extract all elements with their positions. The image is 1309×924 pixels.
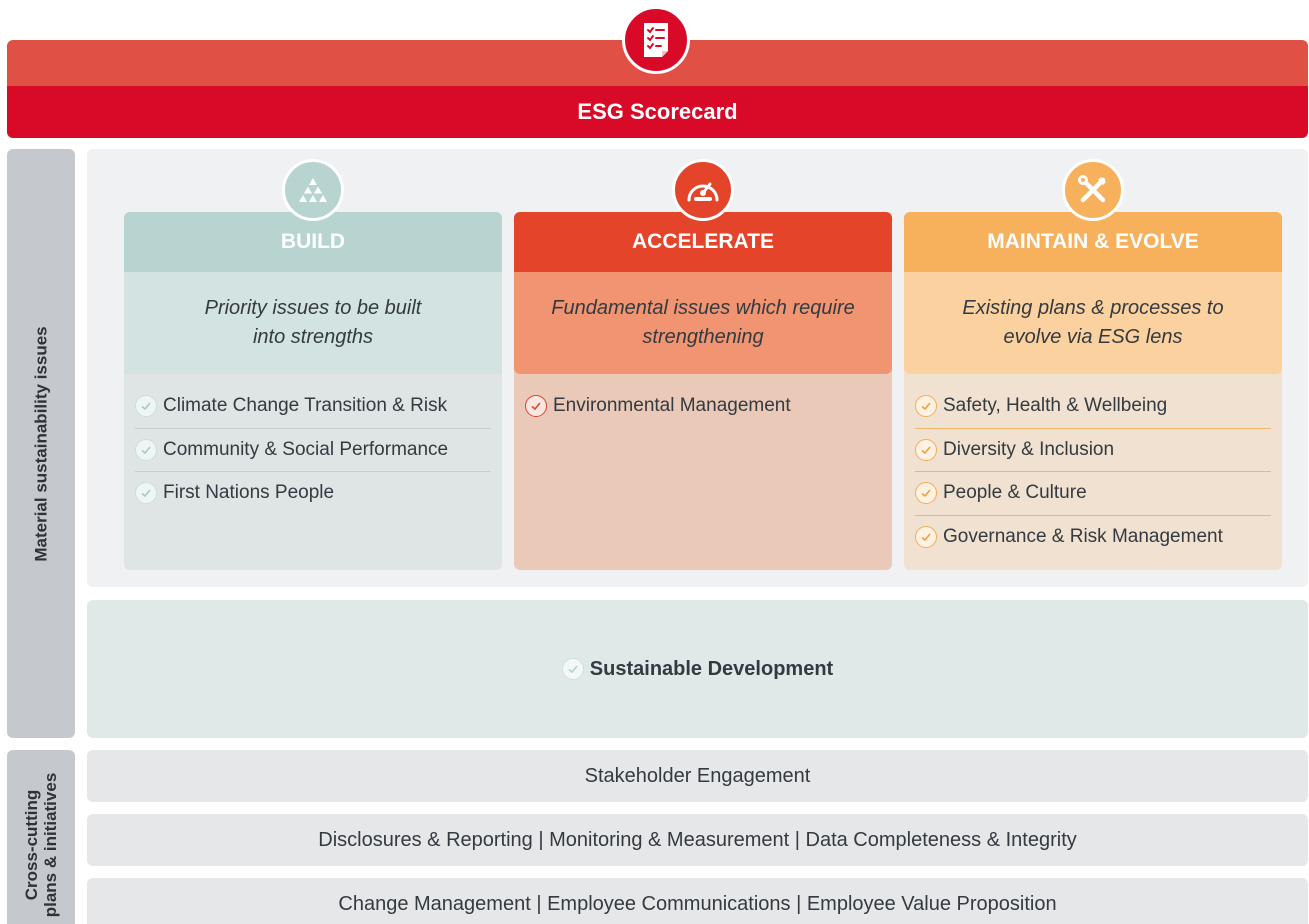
accelerate-description: Fundamental issues which require strengt… [514, 272, 892, 374]
scorecard-title: ESG Scorecard [577, 99, 738, 124]
list-item: First Nations People [135, 471, 491, 515]
list-item-label: Climate Change Transition & Risk [163, 394, 448, 416]
list-item-label: Environmental Management [553, 394, 791, 416]
material-issues-label: Material sustainability issues [31, 325, 51, 562]
check-icon [915, 438, 937, 461]
maintain-evolve-description: Existing plans & processes to evolve via… [904, 272, 1282, 374]
check-icon [135, 482, 157, 505]
list-item-label: Governance & Risk Management [943, 525, 1223, 547]
check-icon [135, 438, 157, 461]
accelerate-title: ACCELERATE [514, 212, 892, 272]
build-description-line1: Priority issues to be built [204, 297, 422, 319]
cross-cutting-bar: Stakeholder Engagement [87, 750, 1308, 802]
accelerate-description-line2: strengthening [642, 326, 764, 348]
maintain-evolve-column: MAINTAIN & EVOLVE Existing plans & proce… [904, 212, 1282, 570]
list-item-label: Diversity & Inclusion [943, 438, 1115, 460]
check-icon [915, 394, 937, 417]
check-icon [135, 394, 157, 417]
pyramid-icon [282, 159, 344, 221]
check-icon [915, 482, 937, 505]
maintain-evolve-description-line2: evolve via ESG lens [1003, 326, 1183, 348]
build-description-line2: into strengths [252, 326, 374, 348]
list-item: Community & Social Performance [135, 427, 491, 472]
build-list: Climate Change Transition & Risk Communi… [124, 374, 502, 515]
list-item: People & Culture [915, 471, 1271, 515]
list-item: Climate Change Transition & Risk [135, 384, 491, 428]
list-item: Diversity & Inclusion [915, 427, 1271, 472]
accelerate-list: Environmental Management [514, 374, 892, 428]
tools-icon [1062, 159, 1124, 221]
list-item: Environmental Management [525, 384, 881, 428]
maintain-evolve-list: Safety, Health & Wellbeing Diversity & I… [904, 374, 1282, 558]
build-title: BUILD [124, 212, 502, 272]
cross-cutting-label-line1: Cross-cutting [22, 789, 41, 901]
accelerate-description-line1: Fundamental issues which require [551, 297, 855, 319]
cross-cutting-label-line2: plans & initiatives [41, 772, 60, 918]
material-issues-label-bar: Material sustainability issues [7, 149, 75, 738]
check-icon [915, 525, 937, 548]
checklist-icon [622, 6, 690, 74]
list-item-label: Community & Social Performance [163, 438, 449, 460]
maintain-evolve-title: MAINTAIN & EVOLVE [904, 212, 1282, 272]
cross-cutting-label: Cross-cutting plans & initiatives [22, 773, 60, 918]
list-item: Governance & Risk Management [915, 514, 1271, 559]
sustainable-development: Sustainable Development [561, 657, 834, 681]
list-item-label: People & Culture [943, 482, 1087, 504]
build-description: Priority issues to be built into strengt… [124, 272, 502, 374]
check-icon [561, 658, 584, 680]
list-item-label: First Nations People [163, 482, 335, 504]
list-item: Safety, Health & Wellbeing [915, 384, 1271, 428]
sustainable-development-panel: Sustainable Development [87, 600, 1308, 738]
build-column: BUILD Priority issues to be built into s… [124, 212, 502, 570]
cross-cutting-bar: Disclosures & Reporting | Monitoring & M… [87, 814, 1308, 866]
check-icon [525, 394, 547, 417]
maintain-evolve-description-line1: Existing plans & processes to [962, 297, 1224, 319]
sustainable-development-label: Sustainable Development [589, 657, 834, 680]
cross-cutting-bar: Change Management | Employee Communicati… [87, 878, 1308, 924]
cross-cutting-label-bar: Cross-cutting plans & initiatives [7, 750, 75, 924]
scorecard-header: ESG Scorecard [7, 86, 1308, 138]
accelerate-column: ACCELERATE Fundamental issues which requ… [514, 212, 892, 570]
speedometer-icon [672, 159, 734, 221]
list-item-label: Safety, Health & Wellbeing [943, 394, 1168, 416]
